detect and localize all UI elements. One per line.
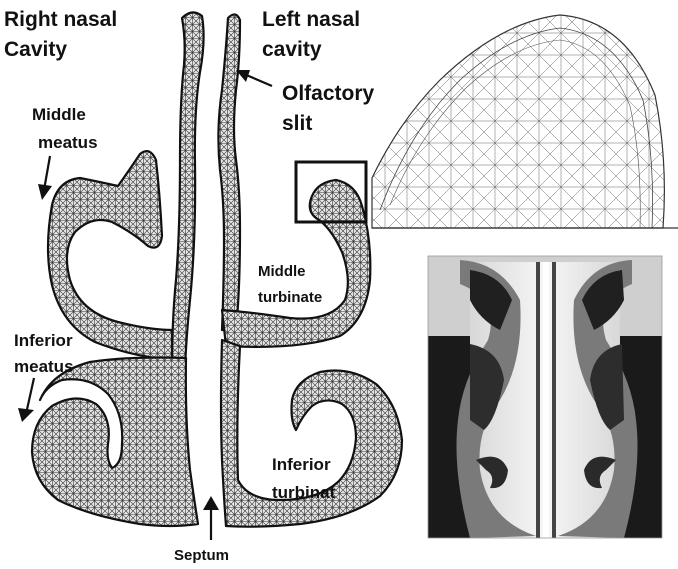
label-right-nasal-line2: Cavity xyxy=(4,38,67,61)
label-inferior-meatus-line1: Inferior xyxy=(14,331,73,350)
label-middle-meatus-line2: meatus xyxy=(38,133,98,152)
zoomed-mesh-view xyxy=(372,10,678,230)
label-left-nasal-line2: cavity xyxy=(262,38,322,61)
arrow-icon xyxy=(38,156,52,200)
label-olfactory-line2: slit xyxy=(282,112,312,135)
arrow-icon xyxy=(236,70,272,86)
label-inferior-turbinat-line1: Inferior xyxy=(272,455,331,474)
label-middle-meatus-line1: Middle xyxy=(32,105,86,124)
right-inferior-turbinate-loop xyxy=(32,358,198,527)
label-inferior-turbinat-line2: turbinat xyxy=(272,483,336,502)
label-middle-turbinate-line1: Middle xyxy=(258,263,306,280)
label-olfactory-line1: Olfactory xyxy=(282,82,375,105)
arrow-icon xyxy=(203,496,219,540)
left-olfactory-stem xyxy=(218,14,240,330)
arrow-icon xyxy=(18,378,34,422)
ct-scan-image xyxy=(428,256,662,538)
label-left-nasal-line1: Left nasal xyxy=(262,8,360,31)
label-right-nasal-line1: Right nasal xyxy=(4,8,117,31)
right-cavity-body xyxy=(48,151,172,360)
label-septum: Septum xyxy=(174,547,229,564)
right-olfactory-stem xyxy=(172,12,204,370)
label-inferior-meatus-line2: meatus xyxy=(14,357,74,376)
label-middle-turbinate-line2: turbinate xyxy=(258,289,322,306)
